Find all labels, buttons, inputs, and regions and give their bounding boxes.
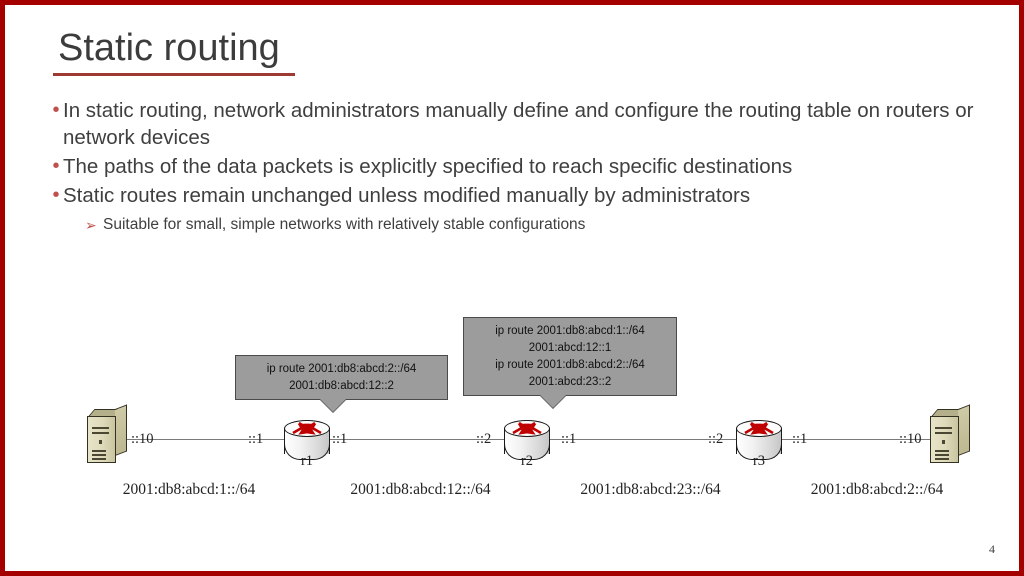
callout-line: ip route 2001:db8:abcd:1::/64 [495,325,645,337]
router-label-r1: r1 [300,453,314,469]
server-front-face [87,416,116,463]
link-r2-r3 [545,439,740,440]
network-diagram: ip route 2001:db8:abcd:2::/64 2001:db8:a… [5,295,1019,525]
iface-label-r1-right: ::1 [332,431,348,447]
callout-tail [320,399,346,412]
page-title: Static routing [58,27,280,69]
bullet-list: • In static routing, network administrat… [49,97,989,237]
server-side-face [115,404,127,456]
server-slot [92,427,109,429]
title-underline [53,73,295,76]
server-slot [935,454,949,456]
link-r1-r2 [323,439,508,440]
router-arrows-icon [744,421,774,435]
arrow-bullet-icon: ➢ [85,217,97,233]
callout-r1: ip route 2001:db8:abcd:2::/64 2001:db8:a… [235,355,448,412]
bullet-item: • Static routes remain unchanged unless … [49,182,989,209]
subnet-label-3: 2001:db8:abcd:23::/64 [580,481,721,498]
subnet-label-4: 2001:db8:abcd:2::/64 [810,481,944,498]
iface-label-right-server: ::10 [899,431,922,447]
bullet-text: The paths of the data packets is explici… [63,155,793,178]
server-slot [92,454,106,456]
subnet-label-2: 2001:db8:abcd:12::/64 [350,481,491,498]
server-side-face [958,404,970,456]
callout-tail [540,395,566,408]
bullet-item: • In static routing, network administrat… [49,97,989,151]
server-slot [935,450,949,452]
server-front-face [930,416,959,463]
link-server1-r1 [123,439,288,440]
router-icon-r1 [280,416,334,462]
server-slot [935,427,952,429]
router-icon-r3 [732,416,786,462]
server-power-led [99,440,102,444]
iface-label-r2-left: ::2 [476,431,492,447]
iface-label-r3-left: ::2 [708,431,724,447]
router-arrows-icon [292,421,322,435]
bullet-marker-icon: • [52,99,60,121]
slide-number: 4 [989,542,995,556]
server-power-led [942,440,945,444]
router-arrows-icon [512,421,542,435]
server-slot [935,458,949,460]
bullet-marker-icon: • [52,155,60,177]
callout-r2: ip route 2001:db8:abcd:1::/64 2001:abcd:… [463,317,677,408]
iface-label-r1-left: ::1 [248,431,264,447]
router-label-r3: r3 [752,453,766,469]
server-icon-left [87,404,127,464]
callout-line: 2001:abcd:23::2 [528,376,612,388]
server-slot [935,432,952,434]
callout-line: 2001:abcd:12::1 [528,342,612,354]
callout-line: ip route 2001:db8:abcd:2::/64 [495,359,645,371]
sub-bullet-text: Suitable for small, simple networks with… [103,216,586,233]
server-icon-right [930,404,970,464]
link-r3-server2 [775,439,935,440]
callout-line: 2001:db8:abcd:12::2 [289,380,394,392]
subnet-label-1: 2001:db8:abcd:1::/64 [122,481,256,498]
bullet-text: In static routing, network administrator… [63,99,974,149]
iface-label-left-server: ::10 [131,431,154,447]
router-label-r2: r2 [520,453,534,469]
bullet-text: Static routes remain unchanged unless mo… [63,184,751,207]
server-slot [92,450,106,452]
bullet-item: • The paths of the data packets is expli… [49,153,989,180]
iface-label-r3-right: ::1 [792,431,808,447]
router-icon-r2 [500,416,554,462]
sub-bullet-item: ➢ Suitable for small, simple networks wi… [85,213,989,237]
bullet-marker-icon: • [52,184,60,206]
server-slot [92,458,106,460]
iface-label-r2-right: ::1 [561,431,577,447]
callout-line: ip route 2001:db8:abcd:2::/64 [266,363,417,375]
server-slot [92,432,109,434]
